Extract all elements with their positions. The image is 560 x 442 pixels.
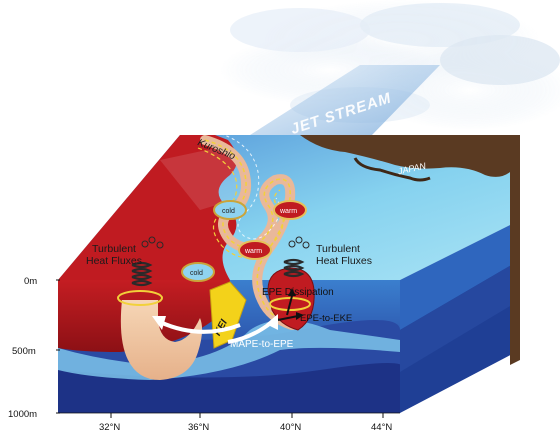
eddy-cold-2: cold — [181, 262, 215, 282]
turbulent-left-line2: Heat Fluxes — [86, 255, 142, 267]
lat-tick-44: 44°N — [371, 422, 392, 433]
mape-to-epe-label: MAPE-to-EPE — [230, 339, 294, 350]
depth-tick-500: 500m — [12, 346, 36, 357]
cold-plume — [120, 300, 203, 380]
epe-dissipation-label: EPE Dissipation — [262, 287, 334, 298]
vortex-icon — [283, 258, 305, 278]
svg-text:cold: cold — [190, 270, 203, 277]
latitude-axis: 32°N 36°N 40°N 44°N — [58, 412, 400, 433]
depth-tick-0: 0m — [24, 276, 37, 287]
depth-tick-1000: 1000m — [8, 409, 37, 420]
japan-landmass — [300, 135, 520, 177]
heat-flux-puffs-left — [141, 236, 164, 249]
eddy-warm-1: warm — [273, 200, 307, 220]
turbulent-left-line1: Turbulent — [92, 243, 136, 255]
lat-tick-40: 40°N — [280, 422, 301, 433]
jet-stream-band — [250, 65, 440, 135]
lat-tick-36: 36°N — [188, 422, 209, 433]
epe-to-eke-label: EPE-to-EKE — [300, 313, 352, 324]
svg-text:cold: cold — [222, 208, 235, 215]
eddy-cold-1: cold — [213, 200, 247, 220]
svg-text:warm: warm — [244, 248, 262, 255]
vortex-icon — [131, 261, 153, 287]
mape-to-epe-arrows — [152, 314, 278, 344]
lat-tick-32: 32°N — [99, 422, 120, 433]
warm-layer-top — [58, 135, 238, 280]
turbulent-right-line2: Heat Fluxes — [316, 255, 372, 267]
heat-flux-puffs-right — [288, 236, 310, 249]
arrow-icon — [277, 288, 304, 321]
svg-text:warm: warm — [279, 208, 297, 215]
eddy-warm-2: warm — [238, 240, 272, 260]
turbulent-right-line1: Turbulent — [316, 243, 360, 255]
